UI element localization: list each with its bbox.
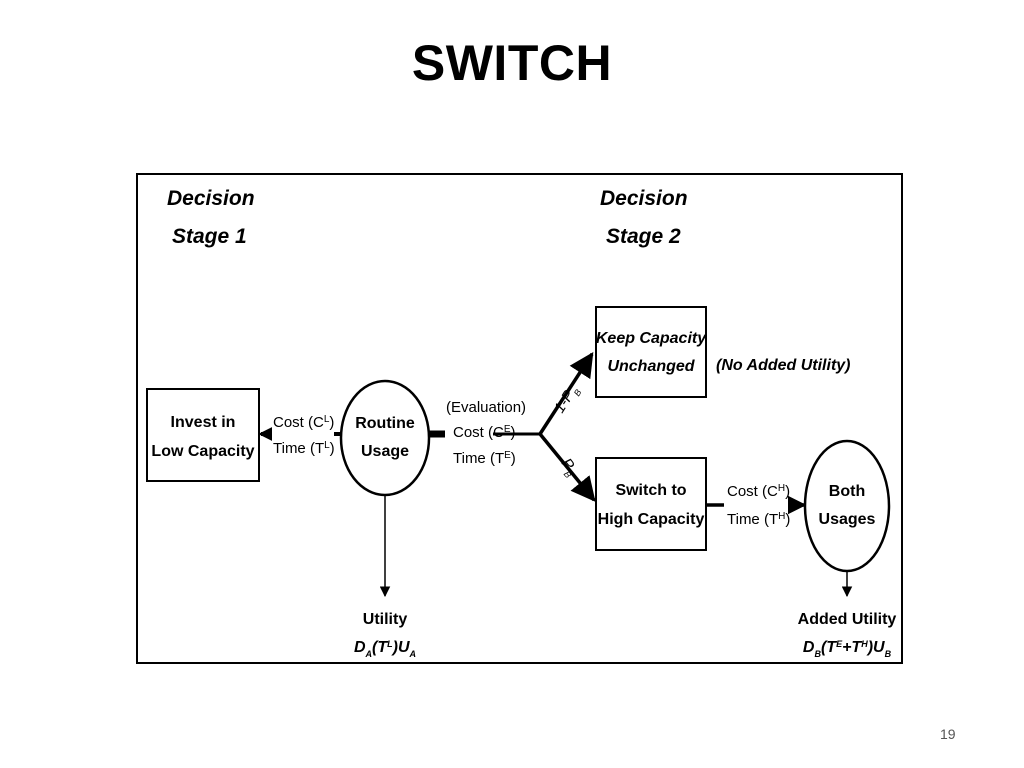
evaluation-time-label: Time (TE) (453, 450, 516, 468)
routine-usage-circle (339, 379, 431, 497)
utility-b-label: Added Utility (798, 611, 897, 628)
invest-box-line2: Low Capacity (151, 443, 254, 460)
invest-box-line1: Invest in (171, 414, 236, 431)
switch-high-capacity-box (595, 457, 707, 551)
both-circle-line2: Usages (819, 511, 876, 528)
switch-box-line1: Switch to (615, 482, 686, 499)
both-usages-circle (803, 439, 891, 573)
keep-capacity-box (595, 306, 707, 398)
branch-arrow-lower (538, 432, 596, 502)
evaluation-label: (Evaluation) (446, 399, 526, 416)
stage1-label-line2: Stage 1 (172, 225, 247, 248)
time-label-1: Time (TL) (273, 440, 335, 458)
stage1-label-line1: Decision (167, 187, 255, 210)
no-added-utility-label: (No Added Utility) (716, 357, 851, 374)
utility-a-label: Utility (363, 611, 408, 628)
cost-label-2: Cost (CH) (727, 483, 790, 501)
keep-box-line2: Unchanged (607, 358, 695, 375)
utility-b-formula: DB(TE+TH)UB (803, 639, 892, 659)
both-circle-line1: Both (829, 483, 865, 500)
cost-label-1: Cost (CL) (273, 414, 334, 432)
invest-low-capacity-box (146, 388, 260, 482)
page-number: 19 (940, 726, 956, 742)
evaluation-cost-label: Cost (CE) (453, 424, 516, 442)
diagram-frame (136, 173, 903, 664)
stage2-label-line2: Stage 2 (606, 225, 681, 248)
routine-circle-line1: Routine (355, 415, 415, 432)
slide-title: SWITCH (411, 35, 613, 91)
switch-box-line2: High Capacity (598, 511, 705, 528)
utility-a-formula: DA(TL)UA (354, 639, 416, 659)
routine-circle-line2: Usage (361, 443, 409, 460)
time-label-2: Time (TH) (727, 511, 790, 529)
stage2-label-line1: Decision (600, 187, 688, 210)
keep-box-line1: Keep Capacity (596, 330, 707, 347)
branch-arrow-upper (538, 351, 594, 435)
